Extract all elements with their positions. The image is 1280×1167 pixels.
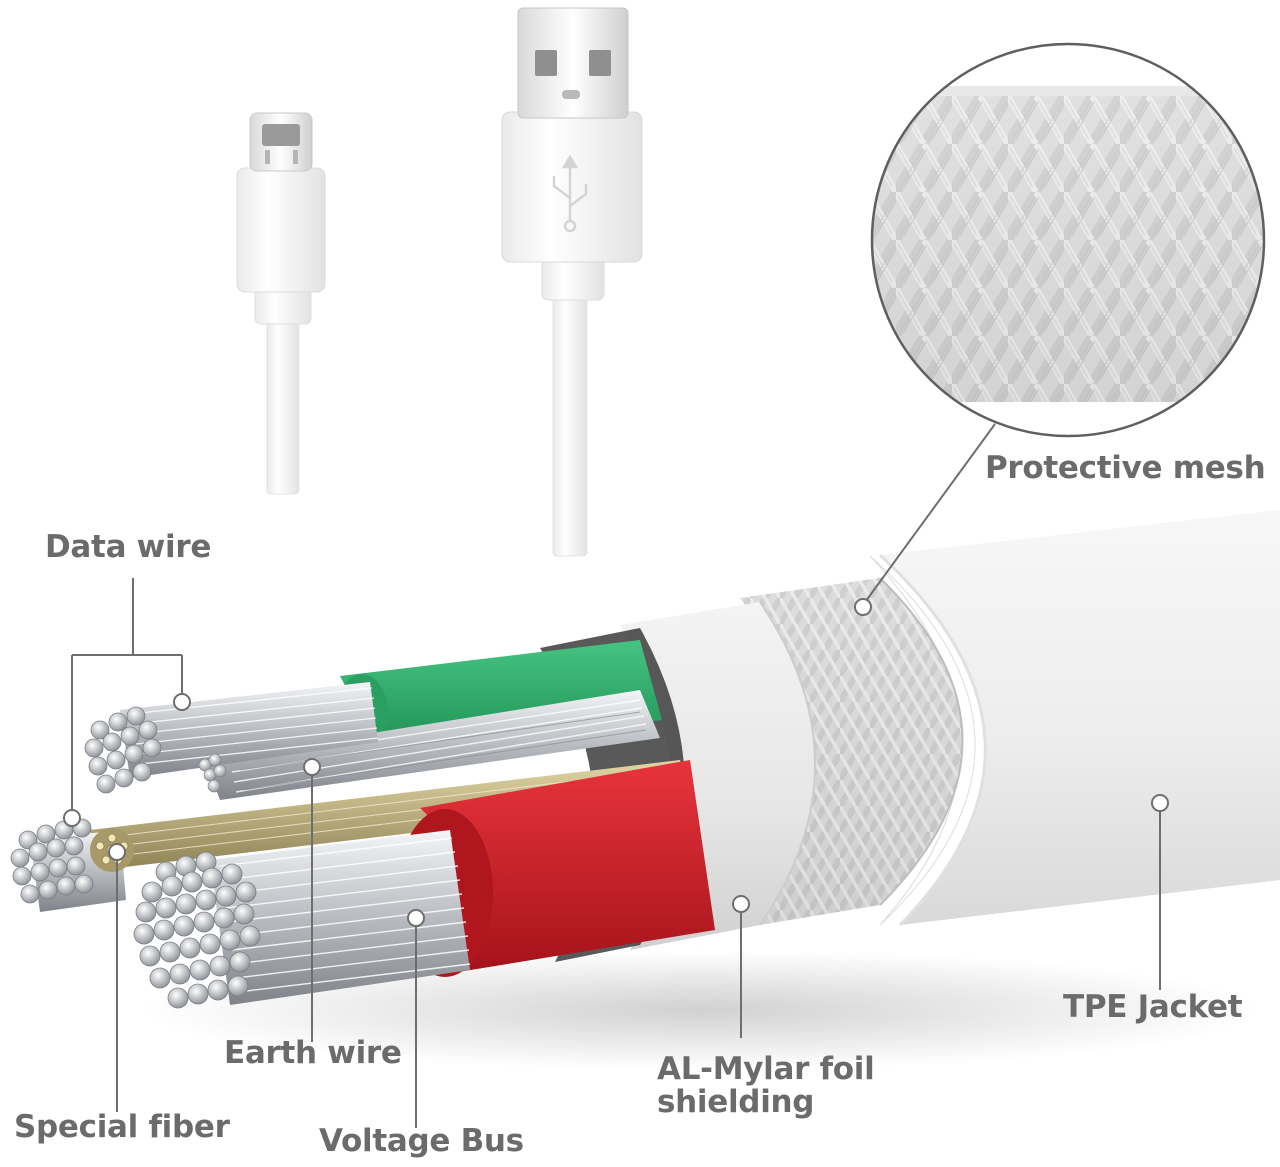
protective-mesh-dot	[854, 598, 872, 616]
data-wire-bracket	[71, 578, 183, 818]
protective-mesh-leader	[862, 423, 996, 606]
label-special-fiber: Special fiber	[14, 1109, 230, 1145]
voltage-bus-strands	[133, 830, 471, 1009]
label-data-wire: Data wire	[45, 529, 212, 565]
usb-a-connector-icon	[501, 7, 643, 557]
label-al-mylar-line1: AL-Mylar foil	[657, 1051, 875, 1087]
label-al-mylar-foil-shielding: AL-Mylar foil shielding	[657, 1051, 875, 1121]
label-tpe-jacket: TPE Jacket	[1063, 989, 1243, 1025]
leader-lines	[71, 423, 1161, 1128]
label-voltage-bus: Voltage Bus	[319, 1123, 524, 1159]
label-al-mylar-line2: shielding	[657, 1084, 815, 1121]
tpe-jacket-dot	[1151, 794, 1169, 812]
al-mylar-dot	[732, 895, 750, 913]
mesh-zoom-circle	[870, 42, 1266, 438]
marker-dots	[63, 598, 1169, 927]
data-wire-dot-upper	[173, 693, 191, 711]
data-wire-dot-lower	[63, 809, 81, 827]
usb-trident-icon	[552, 154, 588, 233]
label-earth-wire: Earth wire	[224, 1035, 402, 1071]
label-protective-mesh: Protective mesh	[985, 450, 1266, 486]
voltage-bus-dot	[407, 909, 425, 927]
micro-usb-connector-icon	[236, 112, 326, 495]
earth-wire-dot	[303, 758, 321, 776]
special-fiber-dot	[108, 843, 126, 861]
